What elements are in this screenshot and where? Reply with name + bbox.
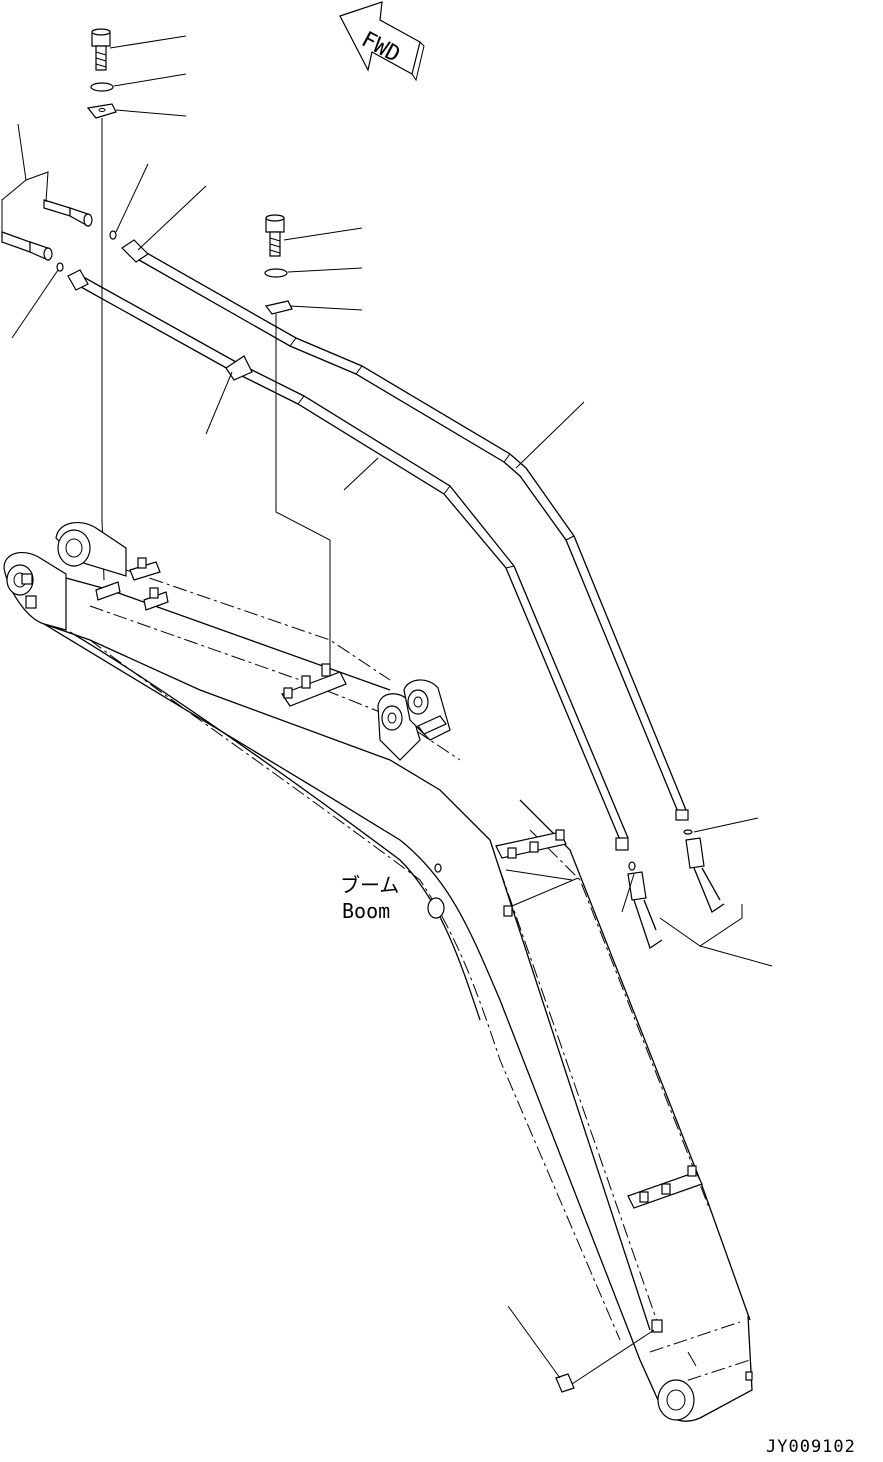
o-ring-upper [109, 230, 117, 240]
tube-lower [67, 269, 629, 851]
hose-end-upper [43, 199, 93, 228]
hose-end-right-a [627, 861, 663, 950]
washer-top [90, 82, 114, 92]
hose-end-lower [1, 231, 53, 261]
grease-nipple [555, 1329, 655, 1393]
washer-mid [264, 268, 288, 278]
bolt-mid [265, 214, 285, 257]
hose-end-right-b [683, 829, 725, 913]
boom-structure [3, 521, 753, 1422]
bolt-top [91, 28, 111, 71]
assembly-line-mid [275, 314, 331, 665]
o-ring-left [56, 262, 64, 272]
clamp-mid [264, 300, 293, 315]
boom-label-en: Boom [342, 899, 390, 923]
boom-label-jp: ブーム [340, 873, 399, 897]
tube-upper [121, 239, 689, 821]
assembly-line-left [101, 118, 105, 581]
fwd-arrow: FWD [339, 1, 425, 82]
clamp-top [86, 103, 117, 119]
drawing-id: JY009102 [766, 1437, 856, 1457]
